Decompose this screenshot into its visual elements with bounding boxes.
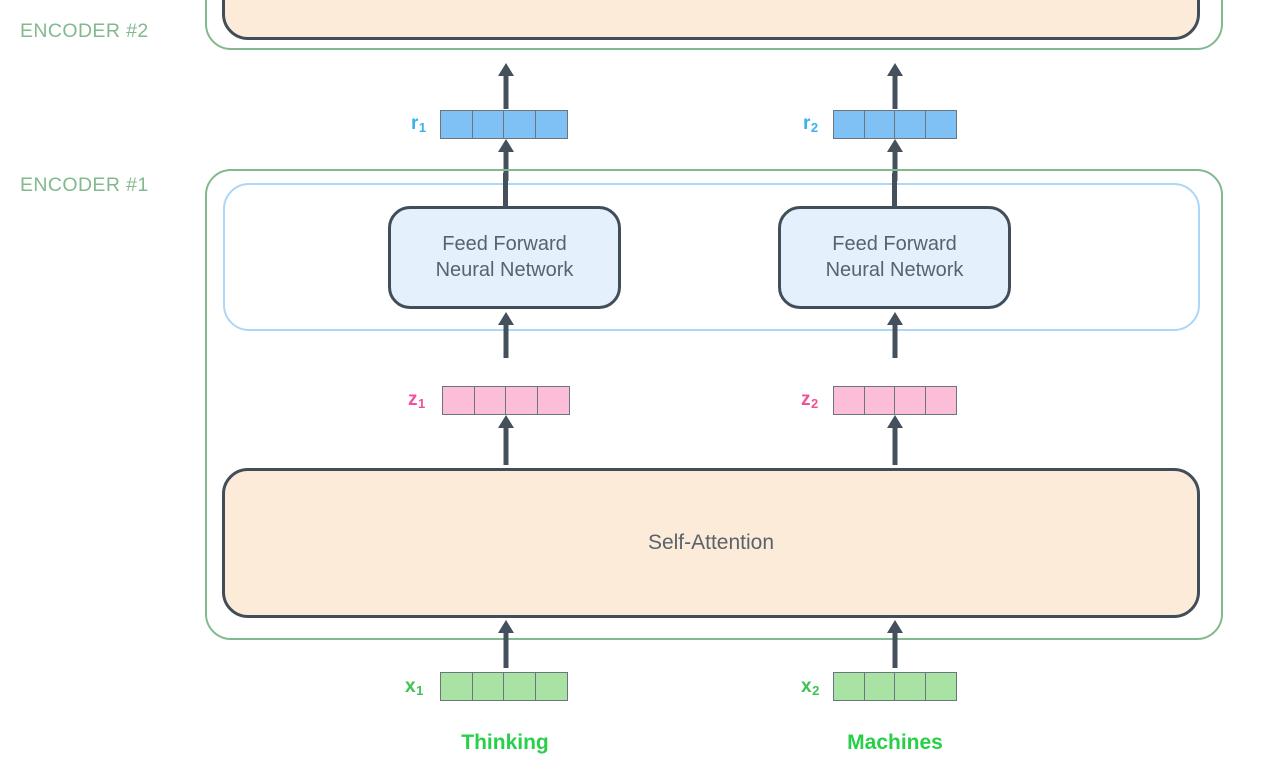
input-word-1: Thinking (461, 731, 549, 754)
feed-forward-box-2: Feed Forward Neural Network (778, 206, 1011, 309)
feed-forward-box-1-line2: Neural Network (435, 258, 574, 281)
vector-label-x2: x2 (801, 676, 819, 698)
vector-label-z1-text: z (408, 389, 418, 410)
arrow-r2-to-encoder2 (886, 63, 903, 109)
feed-forward-box-1-line1: Feed Forward (442, 232, 567, 255)
vector-r1 (440, 110, 568, 139)
encoder-2-self-attention-box (222, 0, 1200, 40)
vector-label-z2-sub: 2 (811, 396, 819, 411)
vector-label-r2-text: r (803, 113, 811, 134)
arrow-z2-to-ffn2 (886, 312, 903, 358)
connector-ffn1-top (503, 173, 508, 207)
vector-cell (534, 672, 568, 701)
vector-label-r2-sub: 2 (810, 120, 819, 135)
vector-cell (863, 386, 896, 415)
vector-cell (503, 110, 536, 139)
vector-cell (440, 110, 473, 139)
vector-cell (503, 672, 536, 701)
vector-label-x1: x1 (405, 676, 423, 698)
vector-cell (536, 386, 570, 415)
feed-forward-sublayer-container (223, 183, 1200, 331)
arrow-encoder1-to-r1 (497, 139, 514, 181)
vector-cell (833, 110, 865, 139)
arrow-x1-to-selfattention (497, 620, 514, 668)
vector-cell (833, 386, 865, 415)
vector-label-r1-sub: 1 (418, 120, 427, 135)
vector-label-r1-text: r (411, 113, 419, 134)
vector-cell (534, 110, 568, 139)
vector-z1 (442, 386, 570, 415)
vector-label-x1-sub: 1 (416, 683, 424, 698)
vector-label-x2-sub: 2 (812, 683, 820, 698)
vector-cell (473, 386, 507, 415)
vector-cell (894, 672, 926, 701)
vector-label-z2-text: z (801, 389, 811, 410)
vector-x2 (833, 672, 957, 701)
feed-forward-box-2-line1: Feed Forward (832, 232, 957, 255)
vector-cell (924, 672, 957, 701)
vector-label-r2: r2 (803, 113, 818, 135)
vector-z2 (833, 386, 957, 415)
feed-forward-box-1: Feed Forward Neural Network (388, 206, 621, 309)
arrow-selfattention-to-z1 (497, 415, 514, 465)
vector-label-z2: z2 (801, 389, 818, 411)
self-attention-label: Self-Attention (647, 531, 775, 554)
arrow-z1-to-ffn1 (497, 312, 514, 358)
vector-cell (471, 672, 505, 701)
vector-x1 (440, 672, 568, 701)
vector-label-r1: r1 (411, 113, 426, 135)
encoder-2-label: ENCODER #2 (20, 20, 149, 42)
self-attention-box: Self-Attention (222, 468, 1200, 618)
vector-r2 (833, 110, 957, 139)
vector-cell (924, 386, 957, 415)
vector-cell (863, 110, 896, 139)
vector-cell (471, 110, 505, 139)
vector-cell (894, 110, 926, 139)
vector-cell (894, 386, 926, 415)
vector-cell (440, 672, 473, 701)
vector-label-x1-text: x (405, 676, 416, 697)
encoder-1-frame (205, 169, 1223, 640)
vector-cell (924, 110, 957, 139)
vector-cell (833, 672, 865, 701)
arrow-selfattention-to-z2 (886, 415, 903, 465)
vector-cell (505, 386, 538, 415)
vector-label-z1-sub: 1 (418, 396, 426, 411)
arrow-encoder1-to-r2 (886, 139, 903, 181)
input-word-2: Machines (847, 731, 943, 754)
vector-label-z1: z1 (408, 389, 425, 411)
connector-ffn2-top (892, 173, 897, 207)
arrow-x2-to-selfattention (886, 620, 903, 668)
vector-cell (442, 386, 475, 415)
encoder-1-label: ENCODER #1 (20, 174, 149, 196)
arrow-r1-to-encoder2 (497, 63, 514, 109)
feed-forward-box-2-line2: Neural Network (825, 258, 964, 281)
vector-label-x2-text: x (801, 676, 812, 697)
encoder-2-frame (205, 0, 1223, 50)
vector-cell (863, 672, 896, 701)
